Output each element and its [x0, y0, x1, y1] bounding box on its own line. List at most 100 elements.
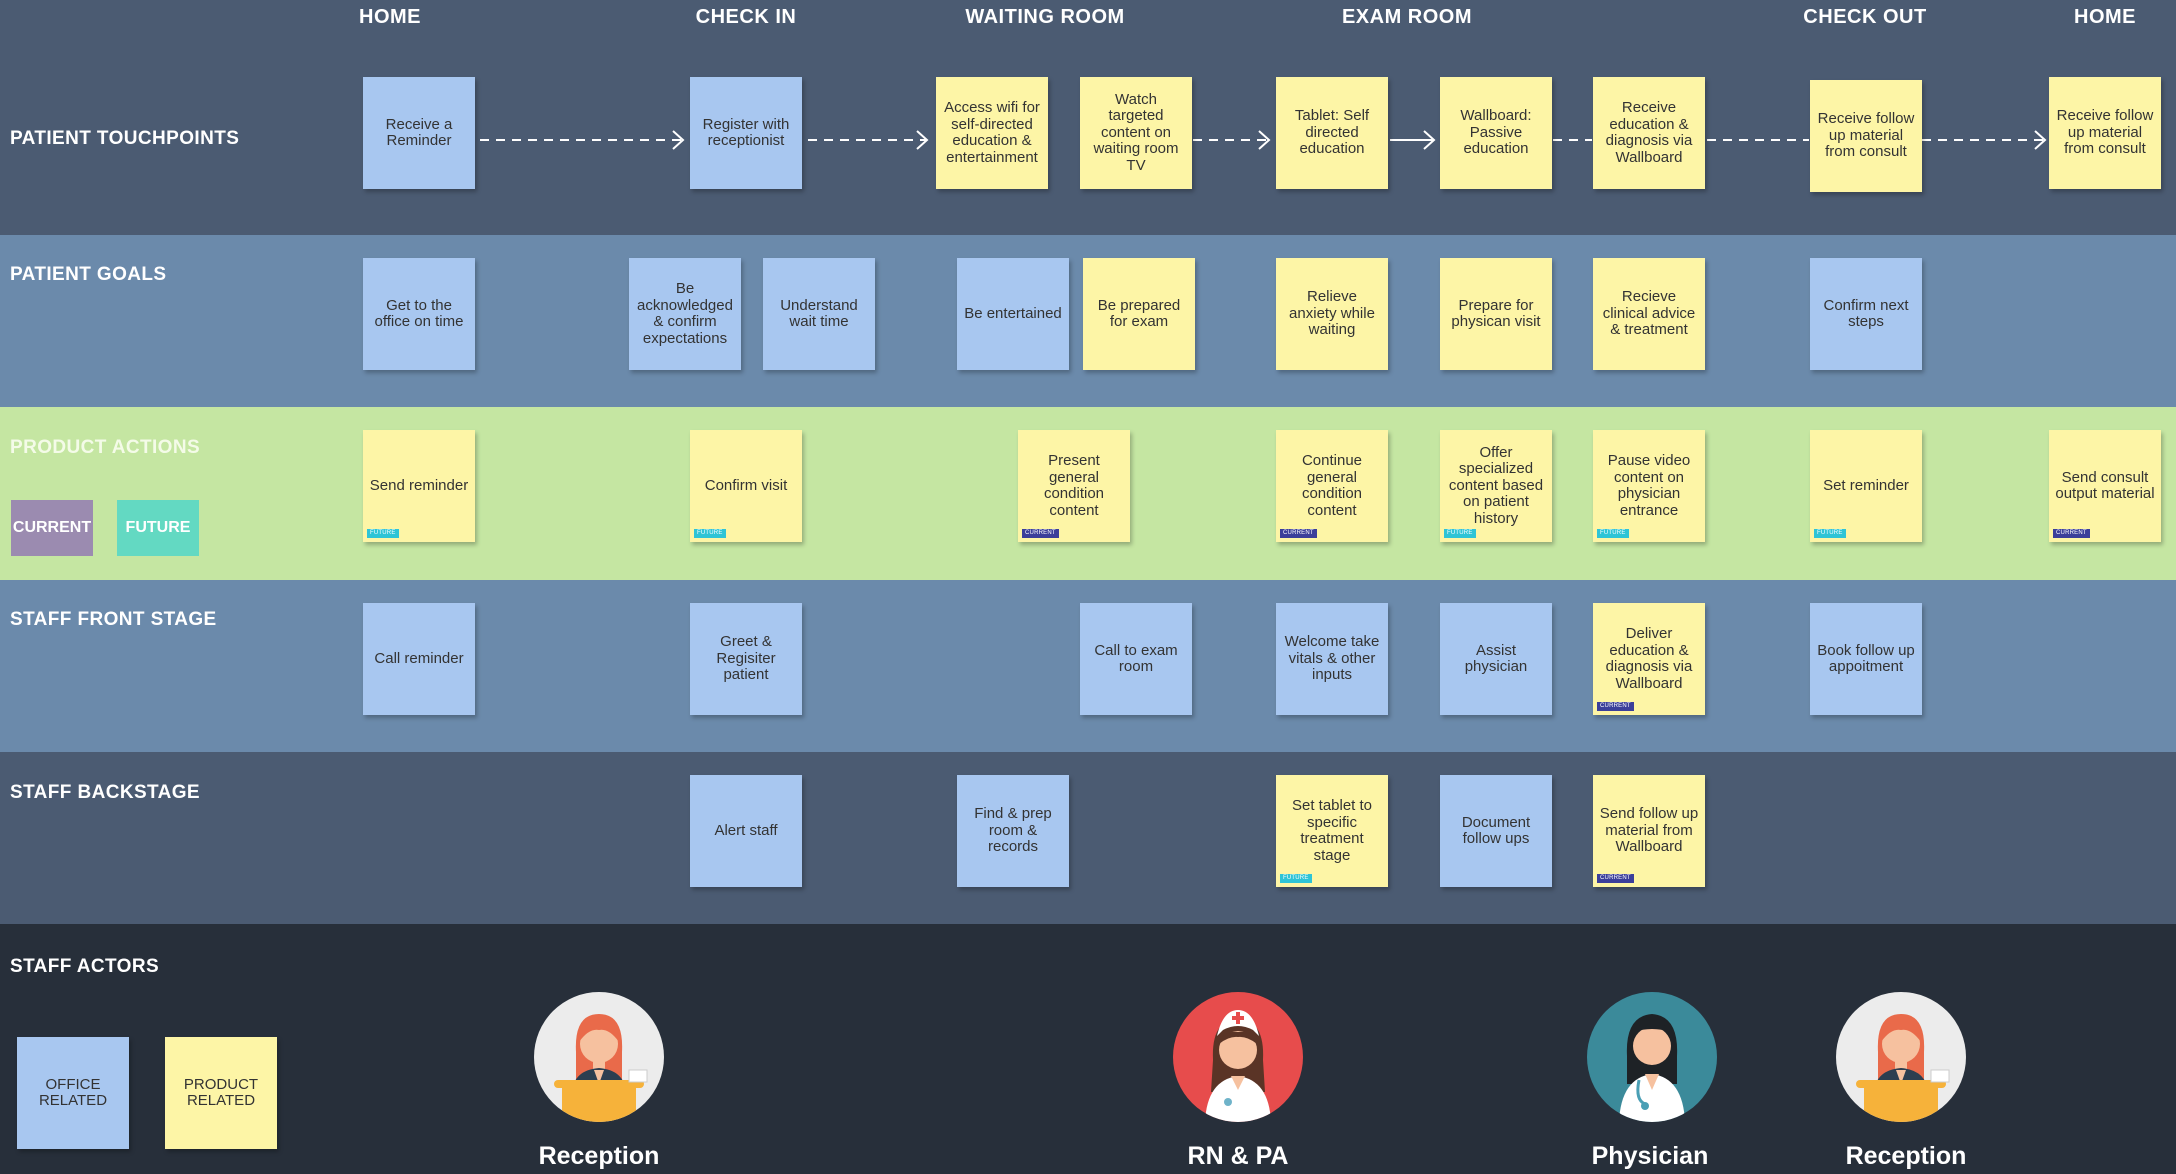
- note-text: Confirm next steps: [1823, 296, 1909, 330]
- note-text: Watch targeted content on waiting room T…: [1093, 90, 1179, 174]
- note-text: Welcome take vitals & other inputs: [1284, 633, 1380, 684]
- note-text: Be acknowledged & confirm expectations: [637, 280, 733, 347]
- legend-current-badge: CURRENT: [11, 500, 93, 556]
- note-text: Get to the office on time: [374, 296, 464, 330]
- note-text: Be prepared for exam: [1097, 296, 1181, 330]
- future-tag: FUTURE: [1444, 529, 1476, 538]
- row-label-product-actions: PRODUCT ACTIONS: [10, 437, 201, 458]
- note-text: Receive follow up material from consult: [2056, 107, 2154, 158]
- actors-lane: [0, 924, 2176, 1174]
- front-stage-note[interactable]: Deliver education & diagnosis via Wallbo…: [1593, 603, 1705, 715]
- note-text: Document follow ups: [1461, 813, 1531, 847]
- touchpoint-note[interactable]: Receive education & diagnosis via Wallbo…: [1593, 77, 1705, 189]
- backstage-note[interactable]: Find & prep room & records: [957, 775, 1069, 887]
- future-tag: FUTURE: [1814, 529, 1846, 538]
- touchpoint-note[interactable]: Tablet: Self directed education: [1276, 77, 1388, 189]
- current-tag: CURRENT: [1022, 529, 1059, 538]
- goal-note[interactable]: Understand wait time: [763, 258, 875, 370]
- receptionist-avatar-icon: [534, 992, 664, 1122]
- front-stage-note[interactable]: Call to exam room: [1080, 603, 1192, 715]
- row-label-front-stage: STAFF FRONT STAGE: [10, 609, 217, 630]
- note-text: Receive education & diagnosis via Wallbo…: [1605, 99, 1693, 166]
- front-stage-note[interactable]: Book follow up appoitment: [1810, 603, 1922, 715]
- row-label-goals: PATIENT GOALS: [10, 264, 167, 285]
- front-stage-note[interactable]: Assist physician: [1440, 603, 1552, 715]
- note-text: Deliver education & diagnosis via Wallbo…: [1605, 625, 1693, 692]
- future-tag: FUTURE: [1280, 874, 1312, 883]
- receptionist-avatar-icon: [1836, 992, 1966, 1122]
- touchpoint-note[interactable]: Access wifi for self-directed education …: [936, 77, 1048, 189]
- actor-name: Reception: [538, 1142, 660, 1170]
- future-tag: FUTURE: [1597, 529, 1629, 538]
- note-text: Receive follow up material from consult: [1817, 110, 1915, 161]
- front-stage-note[interactable]: Greet & Regisiter patient: [690, 603, 802, 715]
- goal-note[interactable]: Be prepared for exam: [1083, 258, 1195, 370]
- note-text: Find & prep room & records: [974, 805, 1052, 856]
- note-text: Greet & Regisiter patient: [716, 633, 776, 684]
- note-text: Send reminder: [369, 476, 469, 494]
- front-stage-note[interactable]: Call reminder: [363, 603, 475, 715]
- note-text: Recieve clinical advice & treatment: [1602, 288, 1696, 339]
- note-text: Register with receptionist: [702, 115, 790, 149]
- goal-note[interactable]: Relieve anxiety while waiting: [1276, 258, 1388, 370]
- row-label-actors: STAFF ACTORS: [10, 956, 160, 977]
- note-text: Relieve anxiety while waiting: [1289, 288, 1375, 339]
- legend-future-badge: FUTURE: [117, 500, 199, 556]
- future-tag: FUTURE: [367, 529, 399, 538]
- current-tag: CURRENT: [1280, 529, 1317, 538]
- touchpoint-note[interactable]: Receive follow up material from consult: [2049, 77, 2161, 189]
- note-text: Assist physician: [1464, 641, 1528, 675]
- physician-avatar-icon: [1587, 992, 1717, 1122]
- goal-note[interactable]: Be acknowledged & confirm expectations: [629, 258, 741, 370]
- note-text: Be entertained: [964, 304, 1062, 322]
- touchpoint-note[interactable]: Watch targeted content on waiting room T…: [1080, 77, 1192, 189]
- note-text: Tablet: Self directed education: [1294, 107, 1370, 158]
- product-action-note[interactable]: Pause video content on physician entranc…: [1593, 430, 1705, 542]
- goal-note[interactable]: Be entertained: [957, 258, 1069, 370]
- touchpoint-note[interactable]: Receive a Reminder: [363, 77, 475, 189]
- goal-note[interactable]: Recieve clinical advice & treatment: [1593, 258, 1705, 370]
- stage-check-in: CHECK IN: [695, 6, 797, 28]
- current-tag: CURRENT: [1597, 702, 1634, 711]
- backstage-note[interactable]: Alert staff: [690, 775, 802, 887]
- note-text: Understand wait time: [780, 296, 858, 330]
- actor-name: Physician: [1591, 1142, 1709, 1170]
- note-text: Present general condition content: [1043, 452, 1105, 519]
- touchpoint-note[interactable]: Register with receptionist: [690, 77, 802, 189]
- note-text: Set tablet to specific treatment stage: [1291, 797, 1373, 864]
- stage-check-out: CHECK OUT: [1803, 6, 1927, 28]
- note-text: Call reminder: [374, 649, 464, 667]
- stage-home: HOME: [359, 6, 421, 28]
- touchpoint-note[interactable]: Wallboard: Passive education: [1440, 77, 1552, 189]
- legend-office-related: OFFICE RELATED: [17, 1037, 129, 1149]
- future-tag: FUTURE: [694, 529, 726, 538]
- note-text: Wallboard: Passive education: [1460, 107, 1532, 158]
- backstage-note[interactable]: Document follow ups: [1440, 775, 1552, 887]
- stage-home-return: HOME: [2074, 6, 2136, 28]
- nurse-avatar-icon: [1173, 992, 1303, 1122]
- front-stage-note[interactable]: Welcome take vitals & other inputs: [1276, 603, 1388, 715]
- current-tag: CURRENT: [2053, 529, 2090, 538]
- touchpoint-note[interactable]: Receive follow up material from consult: [1810, 80, 1922, 192]
- row-label-touchpoints: PATIENT TOUCHPOINTS: [10, 128, 240, 149]
- goal-note[interactable]: Prepare for physican visit: [1440, 258, 1552, 370]
- actor-name: RN & PA: [1187, 1142, 1289, 1170]
- backstage-lane: [0, 752, 2176, 924]
- goal-note[interactable]: Get to the office on time: [363, 258, 475, 370]
- note-text: Access wifi for self-directed education …: [944, 99, 1040, 166]
- note-text: Book follow up appoitment: [1817, 641, 1915, 675]
- actor-name: Reception: [1845, 1142, 1967, 1170]
- goal-note[interactable]: Confirm next steps: [1810, 258, 1922, 370]
- note-text: Continue general condition content: [1301, 452, 1363, 519]
- note-text: Alert staff: [714, 821, 778, 839]
- legend-product-related: PRODUCT RELATED: [165, 1037, 277, 1149]
- product-action-note[interactable]: Offer specialized content based on patie…: [1440, 430, 1552, 542]
